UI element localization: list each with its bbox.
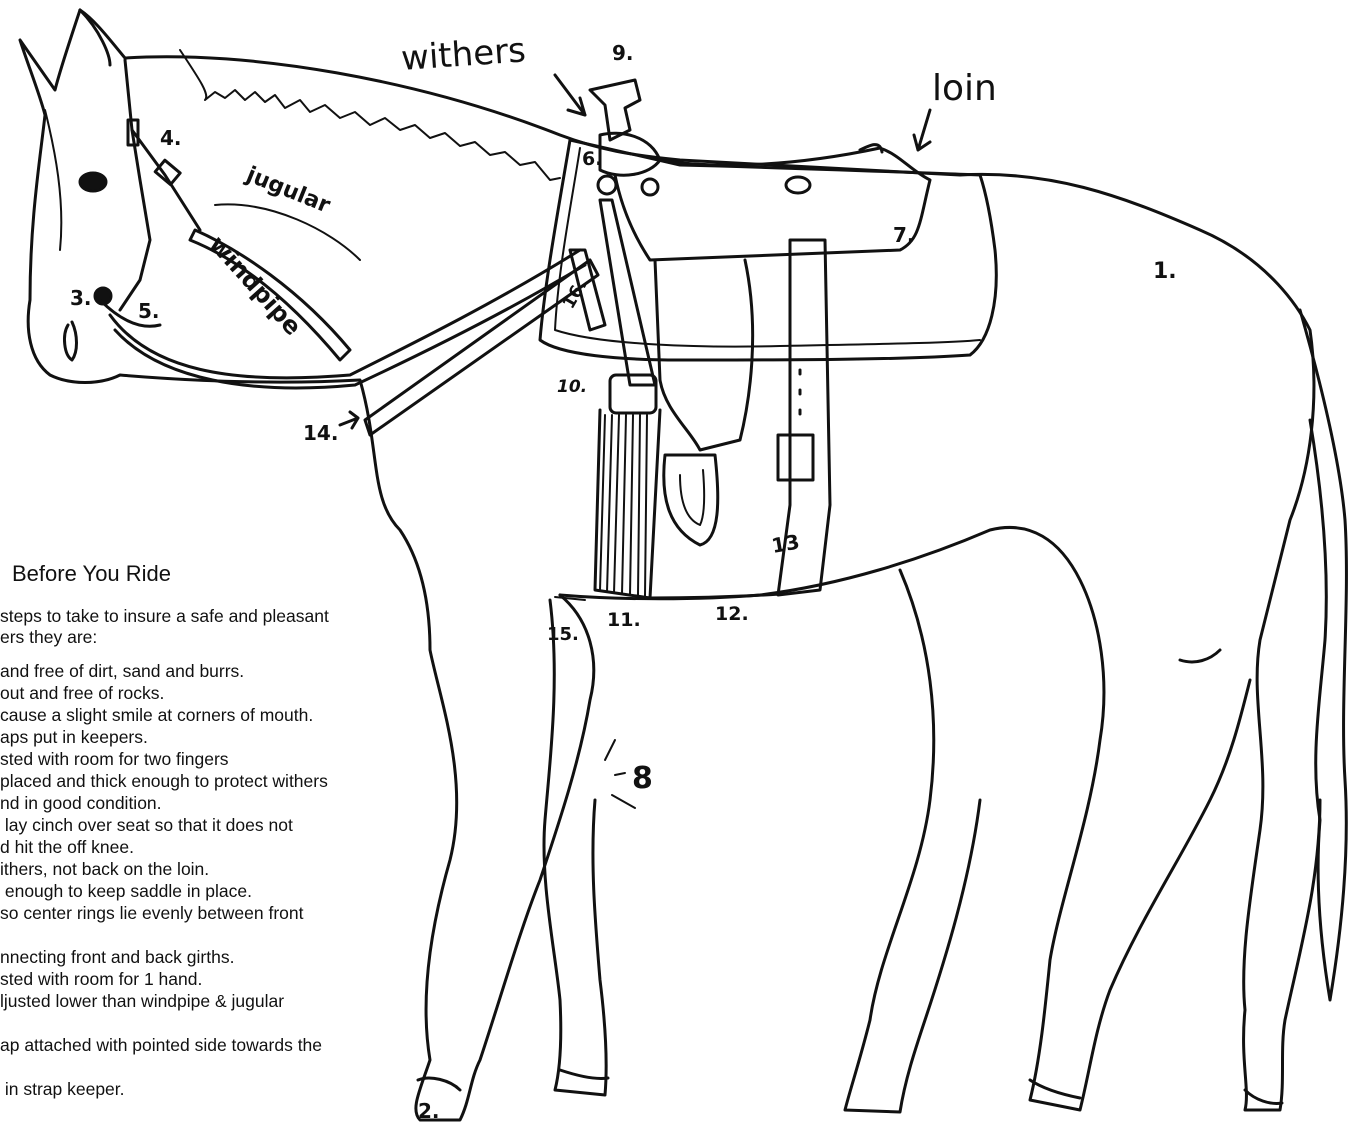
checklist-items: and free of dirt, sand and burrs. out an…	[0, 660, 420, 1100]
reins-2	[115, 265, 585, 388]
checklist-item: nd in good condition.	[0, 792, 420, 814]
eight-tick-3	[612, 795, 635, 808]
horse-eye	[80, 173, 106, 191]
cinch-connector	[650, 594, 780, 598]
hoof-2	[560, 1070, 608, 1078]
flank-buckle	[778, 435, 813, 480]
hoof-3	[1030, 1080, 1080, 1098]
checklist-item: cause a slight smile at corners of mouth…	[0, 704, 420, 726]
cinch-strands	[600, 415, 647, 596]
before-you-ride-checklist: Before You Ride steps to take to insure …	[0, 560, 420, 1100]
withers-arrow	[555, 75, 585, 115]
horse-nostril	[65, 322, 77, 360]
horse-off-fore	[544, 600, 606, 1095]
label-14: 14.	[303, 421, 338, 445]
label-8: 8	[632, 761, 653, 796]
checklist-item	[0, 1012, 420, 1034]
label-13: 13	[770, 529, 802, 557]
label-10: 10.	[557, 377, 587, 397]
label-11: 11.	[607, 609, 641, 631]
checklist-item: sted with room for two fingers	[0, 748, 420, 770]
eight-tick-1	[605, 740, 615, 760]
label-withers: withers	[400, 30, 527, 79]
label-jugular: jugular	[242, 162, 334, 219]
halter-crown	[120, 60, 150, 310]
saddle-concho	[786, 177, 810, 193]
horse-forelock	[45, 110, 61, 250]
saddle-horn	[590, 80, 640, 140]
checklist-item: enough to keep saddle in place.	[0, 880, 420, 902]
eight-tick-2	[615, 773, 625, 775]
checklist-item	[0, 1056, 420, 1078]
label-2: 2.	[418, 1099, 440, 1123]
checklist-intro: steps to take to insure a safe and pleas…	[0, 606, 420, 648]
label-9: 9.	[612, 41, 634, 65]
checklist-item: so center rings lie evenly between front	[0, 902, 420, 924]
horse-tail	[1300, 310, 1346, 1000]
label-6: 6.	[582, 148, 602, 170]
label-4: 4.	[160, 126, 182, 150]
fourteen-arrow	[340, 412, 358, 428]
checklist-item: nnecting front and back girths.	[0, 946, 420, 968]
label-7: 7.	[893, 223, 915, 247]
checklist-item: out and free of rocks.	[0, 682, 420, 704]
cinch-buckle	[610, 375, 656, 413]
breast-collar	[365, 260, 598, 435]
horse-ear-2	[80, 10, 110, 65]
saddle-front-ring	[598, 176, 616, 194]
loin-arrow	[914, 110, 930, 150]
reins-1	[110, 250, 580, 378]
checklist-item: ap attached with pointed side towards th…	[0, 1034, 420, 1056]
checklist-title: Before You Ride	[12, 560, 420, 588]
label-12: 12.	[715, 603, 749, 625]
checklist-item: ithers, not back on the loin.	[0, 858, 420, 880]
checklist-item: ljusted lower than windpipe & jugular	[0, 990, 420, 1012]
hoof-4	[1245, 1090, 1282, 1103]
horse-belly	[560, 527, 1250, 1110]
label-windpipe: windpipe	[204, 230, 307, 341]
halter-buckle-2	[155, 160, 180, 184]
checklist-item: sted with room for 1 hand.	[0, 968, 420, 990]
saddle-back-ring	[642, 179, 658, 195]
label-5: 5.	[138, 299, 160, 323]
saddle-fender	[655, 260, 753, 450]
label-3: 3.	[70, 286, 92, 310]
checklist-item: aps put in keepers.	[0, 726, 420, 748]
checklist-item: lay cinch over seat so that it does not	[0, 814, 420, 836]
label-loin: loin	[932, 68, 997, 109]
checklist-item: in strap keeper.	[0, 1078, 420, 1100]
checklist-item: placed and thick enough to protect withe…	[0, 770, 420, 792]
stifle-line	[1180, 650, 1220, 662]
saddle-seat	[615, 148, 930, 260]
label-15: 15.	[547, 624, 579, 645]
checklist-item: and free of dirt, sand and burrs.	[0, 660, 420, 682]
checklist-item: d hit the off knee.	[0, 836, 420, 858]
stirrup	[664, 455, 718, 545]
horse-near-hind	[845, 570, 980, 1112]
checklist-item	[0, 924, 420, 946]
stirrup-inner	[680, 470, 704, 525]
label-1: 1.	[1153, 259, 1177, 284]
